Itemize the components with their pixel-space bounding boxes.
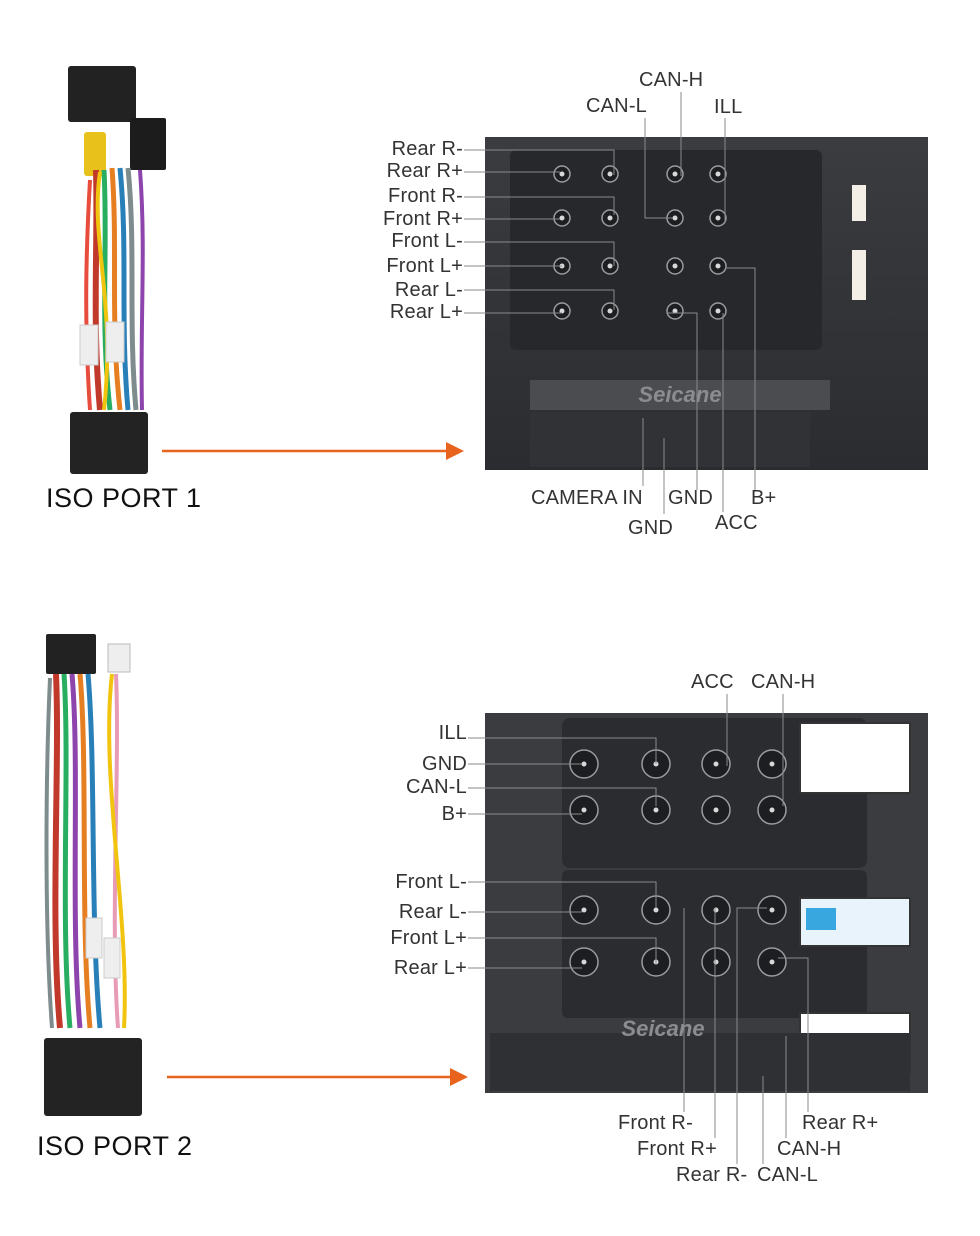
pin-contact xyxy=(713,959,719,965)
pin-contact xyxy=(672,263,678,269)
label-rear-r-minus: Rear R- xyxy=(391,138,463,160)
port-title: ISO PORT 2 xyxy=(37,1131,193,1161)
pin-contact xyxy=(715,215,721,221)
pin-contact xyxy=(581,761,587,767)
label-rear-l-minus: Rear L- xyxy=(398,901,467,923)
label-rear-l-plus: Rear L+ xyxy=(389,301,463,323)
label-rear-l-plus: Rear L+ xyxy=(393,957,467,979)
label-rear-r-minus: Rear R- xyxy=(676,1164,748,1186)
pin-contact xyxy=(607,171,613,177)
label-gnd-b: GND xyxy=(628,517,674,539)
pin-contact xyxy=(559,171,565,177)
iso-port-1-graphics: Seicane xyxy=(68,66,928,514)
pin-contact xyxy=(607,215,613,221)
label-gnd: GND xyxy=(421,753,467,775)
pin-contact xyxy=(715,263,721,269)
iso-port-2-graphics: Seicane xyxy=(44,634,928,1164)
port-title: ISO PORT 1 xyxy=(46,483,202,513)
arrow-2 xyxy=(167,1068,468,1086)
label-front-r-plus: Front R+ xyxy=(637,1138,717,1160)
label-front-l-minus: Front L- xyxy=(395,871,467,893)
label-ill: ILL xyxy=(714,96,743,118)
pin-contact xyxy=(607,308,613,314)
label-front-l-plus: Front L+ xyxy=(390,927,467,949)
connector-1-photo xyxy=(485,137,928,470)
seicane-watermark-1: Seicane xyxy=(638,382,721,407)
pin-contact xyxy=(672,308,678,314)
pin-contact xyxy=(769,907,775,913)
pin-contact xyxy=(653,907,659,913)
label-rear-l-minus: Rear L- xyxy=(394,279,463,301)
pin-contact xyxy=(559,308,565,314)
label-can-l-bottom: CAN-L xyxy=(757,1164,819,1186)
pin-contact xyxy=(581,959,587,965)
label-can-h-bottom: CAN-H xyxy=(777,1138,842,1160)
seicane-watermark-2: Seicane xyxy=(621,1016,704,1041)
label-gnd-a: GND xyxy=(668,487,714,509)
pin-contact xyxy=(715,171,721,177)
pin-contact xyxy=(672,215,678,221)
pin-contact xyxy=(607,263,613,269)
label-front-l-minus: Front L- xyxy=(391,230,463,252)
pin-contact xyxy=(581,907,587,913)
arrow-1 xyxy=(162,442,464,460)
label-b-plus: B+ xyxy=(751,487,777,509)
pin-contact xyxy=(769,807,775,813)
pin-contact xyxy=(581,807,587,813)
pin-contact xyxy=(713,761,719,767)
iso-port-1-panel: Seicane ISO PORT 1 Rear R- Rear R+ Front… xyxy=(46,66,928,539)
iso-harness-2-image xyxy=(44,634,142,1116)
label-front-r-minus: Front R- xyxy=(388,185,463,207)
label-acc: ACC xyxy=(691,671,734,693)
label-rear-r-plus: Rear R+ xyxy=(386,160,463,182)
iso-port-2-panel: Seicane ISO PORT 2 ILL GND CAN-L B+ Fron… xyxy=(0,618,980,1236)
pin-contact xyxy=(713,807,719,813)
pin-contact xyxy=(672,171,678,177)
label-can-h: CAN-H xyxy=(639,69,704,91)
pin-contact xyxy=(713,907,719,913)
label-front-r-plus: Front R+ xyxy=(383,208,463,230)
label-acc: ACC xyxy=(715,512,758,534)
label-b-plus: B+ xyxy=(441,803,467,825)
pin-contact xyxy=(653,807,659,813)
label-can-l: CAN-L xyxy=(586,95,648,117)
label-can-h: CAN-H xyxy=(751,671,816,693)
iso-harness-1-image xyxy=(68,66,166,474)
label-camera-in: CAMERA IN xyxy=(531,487,643,509)
pin-contact xyxy=(715,308,721,314)
label-ill: ILL xyxy=(438,722,467,744)
label-front-l-plus: Front L+ xyxy=(386,255,463,277)
label-rear-r-plus: Rear R+ xyxy=(802,1112,879,1134)
pin-contact xyxy=(769,959,775,965)
pin-contact xyxy=(769,761,775,767)
label-front-r-minus: Front R- xyxy=(618,1112,693,1134)
label-can-l: CAN-L xyxy=(405,776,467,798)
leader-lines-1 xyxy=(464,92,756,514)
leader-lines-2 xyxy=(468,694,809,1164)
pin-contact xyxy=(559,215,565,221)
connector-2-pins xyxy=(569,749,787,977)
